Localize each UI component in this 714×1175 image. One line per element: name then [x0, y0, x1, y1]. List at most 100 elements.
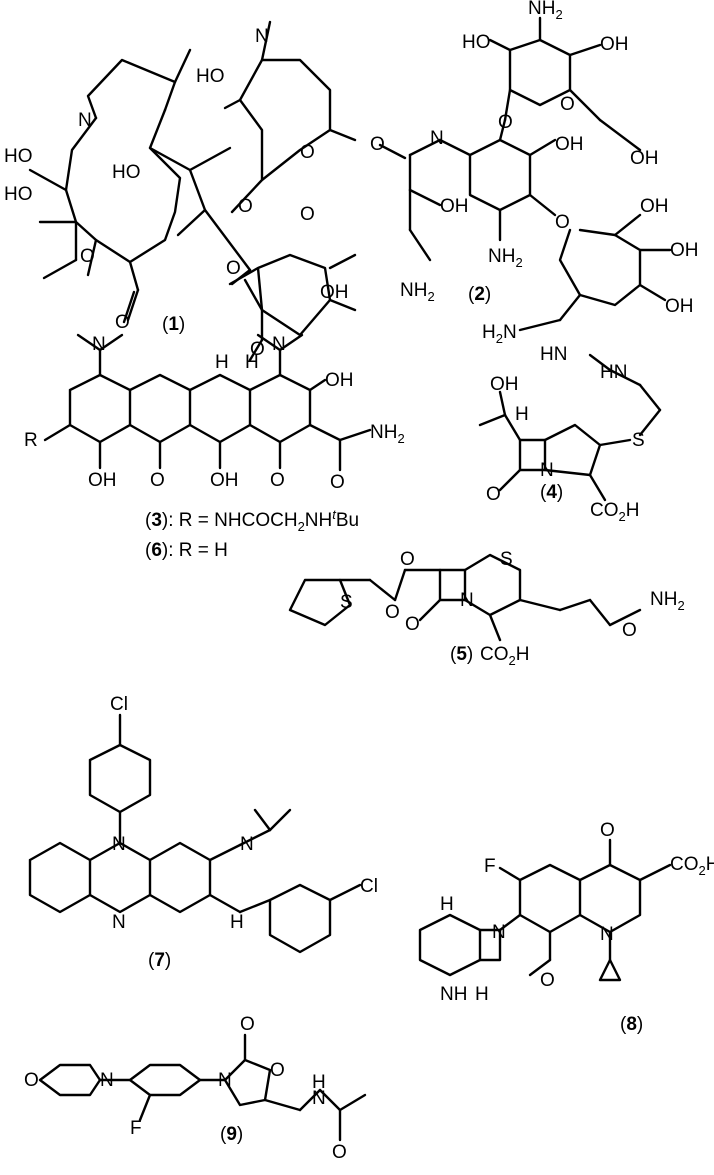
- atom-cl: Cl: [110, 694, 128, 715]
- compound-label-9: (9): [220, 1124, 243, 1145]
- atom-o: O: [24, 1070, 39, 1091]
- atom-nh2: NH2: [488, 246, 523, 270]
- atom-o: O: [555, 212, 570, 233]
- compound-label-4: (4): [540, 482, 563, 503]
- atom-oh: OH: [555, 134, 584, 155]
- atom-o: O: [240, 1014, 255, 1035]
- atom-nh2: NH2: [650, 589, 685, 613]
- atom-n: N: [492, 922, 506, 943]
- atom-f: F: [484, 856, 496, 877]
- atom-o: O: [330, 472, 345, 493]
- atom-h: H: [475, 984, 489, 1005]
- atom-nh2: NH2: [400, 280, 435, 304]
- atom-o: O: [226, 258, 241, 279]
- atom-oh: OH: [490, 374, 519, 395]
- atom-oh: OH: [600, 34, 629, 55]
- atom-o: O: [238, 196, 253, 217]
- atom-o: O: [150, 470, 165, 491]
- atom-oh: OH: [440, 196, 469, 217]
- atom-o: O: [405, 614, 420, 635]
- atom-n: N: [218, 1070, 232, 1091]
- compound-9-structure: O N F N O O H N O (9): [24, 1014, 367, 1163]
- atom-oh: OH: [670, 240, 699, 261]
- atom-n: N: [240, 834, 254, 855]
- atom-o: O: [370, 134, 385, 155]
- atom-o: O: [300, 204, 315, 225]
- atom-ho: HO: [112, 162, 141, 183]
- atom-n: N: [430, 128, 444, 149]
- atom-ho: HO: [4, 146, 33, 167]
- compound-3-structure: N N OH NH2 O R OH O OH O H H (3): R = NH…: [24, 333, 405, 561]
- compound-label-7: (7): [148, 950, 171, 971]
- atom-o: O: [270, 470, 285, 491]
- atom-ho: HO: [462, 32, 491, 53]
- atom-o: O: [270, 1060, 285, 1081]
- atom-o: O: [115, 312, 130, 333]
- atom-n: N: [92, 334, 106, 355]
- compound-8-structure: O CO2H F N N O NH H H (8): [418, 820, 714, 1035]
- compound-label-1: (1): [162, 314, 185, 335]
- atom-oh: OH: [665, 296, 694, 317]
- compound-4-structure: OH HN HN S N O CO2H H (4): [478, 344, 662, 524]
- atom-o: O: [560, 94, 575, 115]
- atom-oh: OH: [320, 282, 349, 303]
- atom-cl: Cl: [360, 876, 378, 897]
- atom-nh2: NH2: [370, 422, 405, 446]
- compound-label-5: (5): [450, 644, 473, 665]
- atom-h: H: [312, 1072, 326, 1093]
- atom-o: O: [540, 970, 555, 991]
- atom-h2n: H2N: [482, 322, 517, 346]
- atom-f: F: [130, 1118, 142, 1139]
- atom-o: O: [300, 142, 315, 163]
- atom-h: H: [440, 894, 454, 915]
- atom-o: O: [600, 820, 615, 841]
- atom-oh: OH: [325, 370, 354, 391]
- atom-oh: OH: [88, 470, 117, 491]
- atom-o: O: [332, 1142, 347, 1163]
- atom-hn: HN: [540, 344, 567, 365]
- atom-s: S: [500, 549, 513, 570]
- atom-o: O: [486, 484, 501, 505]
- atom-o: O: [498, 112, 513, 133]
- atom-o: O: [250, 339, 265, 360]
- atom-n: N: [272, 334, 286, 355]
- compound-7-structure: Cl N N N H Cl (7): [28, 694, 378, 971]
- compound-5-structure: S O O S N O CO2H NH2 O (5): [288, 549, 685, 668]
- atom-n: N: [460, 590, 474, 611]
- atom-n: N: [255, 26, 269, 47]
- atom-n: N: [112, 912, 126, 933]
- atom-r: R: [24, 430, 38, 451]
- atom-o: O: [80, 246, 95, 267]
- atom-n: N: [112, 834, 126, 855]
- compound-1-structure: N HO HO HO HO N O O O O OH O O O (1): [4, 20, 357, 362]
- atom-n: N: [78, 110, 92, 131]
- atom-oh: OH: [210, 470, 239, 491]
- atom-co2h: CO2H: [480, 644, 529, 668]
- atom-h: H: [215, 352, 229, 373]
- atom-oh: OH: [630, 148, 659, 169]
- compound-label-2: (2): [468, 284, 491, 305]
- atom-s: S: [632, 430, 645, 451]
- atom-ho: HO: [4, 184, 33, 205]
- atom-o: O: [400, 549, 415, 570]
- atom-nh2: NH2: [528, 0, 563, 22]
- atom-oh: OH: [640, 196, 669, 217]
- atom-co2h: CO2H: [590, 500, 639, 524]
- atom-s: S: [340, 592, 353, 613]
- atom-o: O: [385, 602, 400, 623]
- atom-nh: NH: [440, 984, 467, 1005]
- atom-co2h: CO2H: [670, 854, 714, 878]
- compound-label-8: (8): [620, 1014, 643, 1035]
- atom-n: N: [100, 1070, 114, 1091]
- atom-hn: HN: [600, 362, 627, 383]
- compound-label-6: (6): R = H: [145, 540, 228, 561]
- atom-h: H: [245, 352, 259, 373]
- atom-n: N: [600, 924, 614, 945]
- atom-ho: HO: [196, 66, 225, 87]
- atom-h: H: [230, 912, 244, 933]
- atom-o: O: [622, 620, 637, 641]
- atom-n: N: [540, 460, 554, 481]
- atom-n: N: [312, 1088, 326, 1109]
- compound-2-structure: NH2 HO OH O OH O N OH O O OH NH2 NH2 OH …: [370, 0, 699, 346]
